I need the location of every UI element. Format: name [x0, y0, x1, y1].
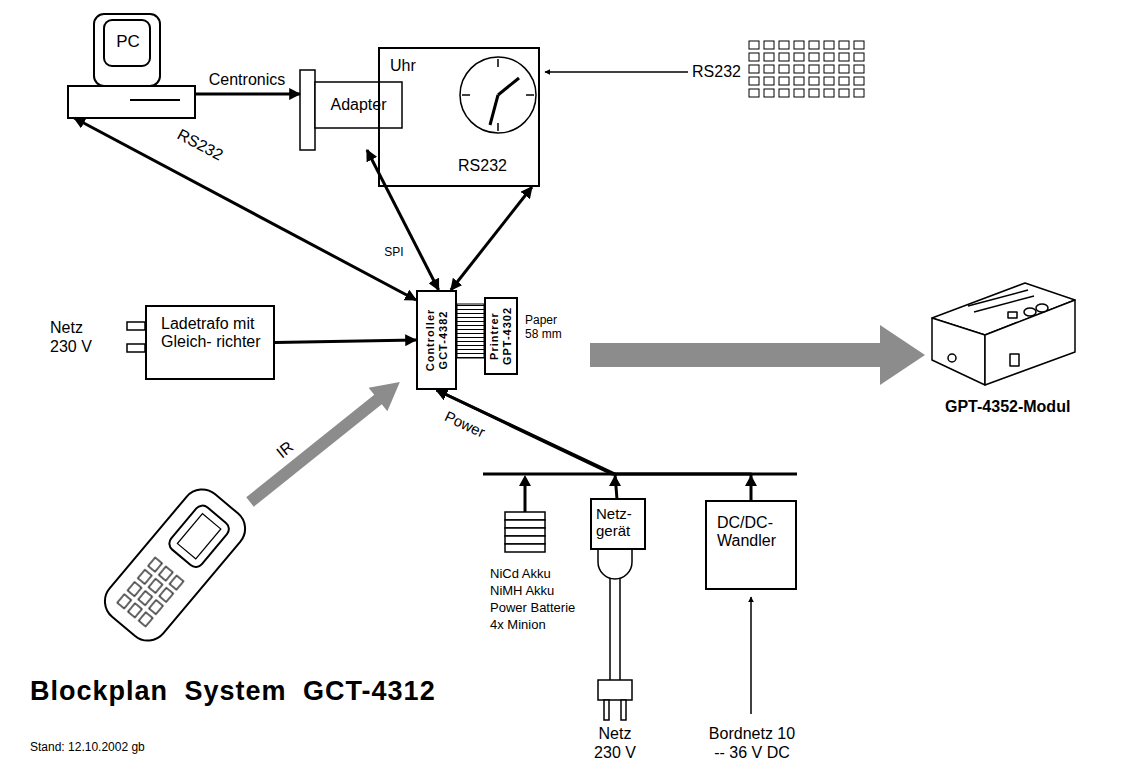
dc-input-wire — [750, 597, 752, 714]
signal-label: RS232 — [692, 63, 741, 81]
node-text: Printrer GPT-4302 — [488, 298, 514, 374]
printer-box: Printrer GPT-4302 — [484, 297, 518, 375]
connector — [451, 187, 532, 290]
vehicle-supply-label: Bordnetz 10 -- 36 V DC — [706, 724, 798, 762]
module-label: GPT-4352-Modul — [945, 398, 1070, 416]
pc-illustration — [68, 14, 195, 118]
clock-box: UhrRS232 — [378, 47, 540, 187]
mains-label: Netz 230 V — [50, 318, 98, 356]
printer-connector — [457, 304, 484, 358]
mains-plug — [598, 550, 632, 720]
connector-label: Centronics — [207, 71, 287, 89]
controller-box: Controller GCT-4382 — [416, 290, 457, 390]
battery-symbol — [505, 512, 545, 552]
clock-symbol — [460, 57, 536, 133]
battery-label: Power Batterie — [490, 600, 575, 615]
battery-label: 4x Minion — [490, 617, 546, 632]
printer-module-illustration — [932, 283, 1075, 385]
battery-label: NiMH Akku — [490, 583, 554, 598]
node-text: Controller GCT-4382 — [423, 292, 449, 388]
handheld-remote — [97, 481, 253, 649]
node-text: Uhr — [390, 57, 416, 75]
battery-label: NiCd Akku — [490, 566, 551, 581]
node-text: Adapter — [315, 82, 402, 128]
charger-box: Ladetrafo mit Gleich- richter — [145, 305, 275, 380]
adapter-illustration — [300, 70, 402, 150]
mains-pins — [127, 322, 145, 352]
adapter-box: Adapter — [300, 70, 408, 150]
date-note: Stand: 12.10.2002 gb — [30, 740, 145, 754]
bus-arrowheads — [519, 475, 757, 486]
paper-label: Paper 58 mm — [525, 313, 567, 342]
node-text: Ladetrafo mit Gleich- richter — [161, 315, 267, 352]
connector — [437, 390, 752, 500]
diagram-title: Blockplan System GCT-4312 — [30, 676, 436, 707]
node-text: DC/DC- Wandler — [717, 514, 789, 551]
dc-converter-box: DC/DC- Wandler — [705, 500, 797, 590]
connector-label: SPI — [382, 245, 405, 259]
connector — [74, 118, 416, 300]
keyboard-wire — [545, 71, 688, 73]
keyboard-grid — [748, 40, 868, 100]
connector — [275, 340, 416, 343]
output-arrow — [590, 325, 925, 385]
connector — [195, 93, 300, 96]
mains-label: Netz 230 V — [587, 724, 643, 762]
node-text: PC — [113, 32, 143, 52]
computer-node: PC — [68, 14, 195, 118]
ir-arrow — [241, 370, 410, 513]
connector — [437, 390, 617, 498]
power-supply-box: Netz- gerät — [590, 498, 646, 550]
node-text: Netz- gerät — [596, 506, 640, 539]
connector-label: RS232 — [172, 125, 227, 166]
node-text: RS232 — [458, 157, 507, 175]
